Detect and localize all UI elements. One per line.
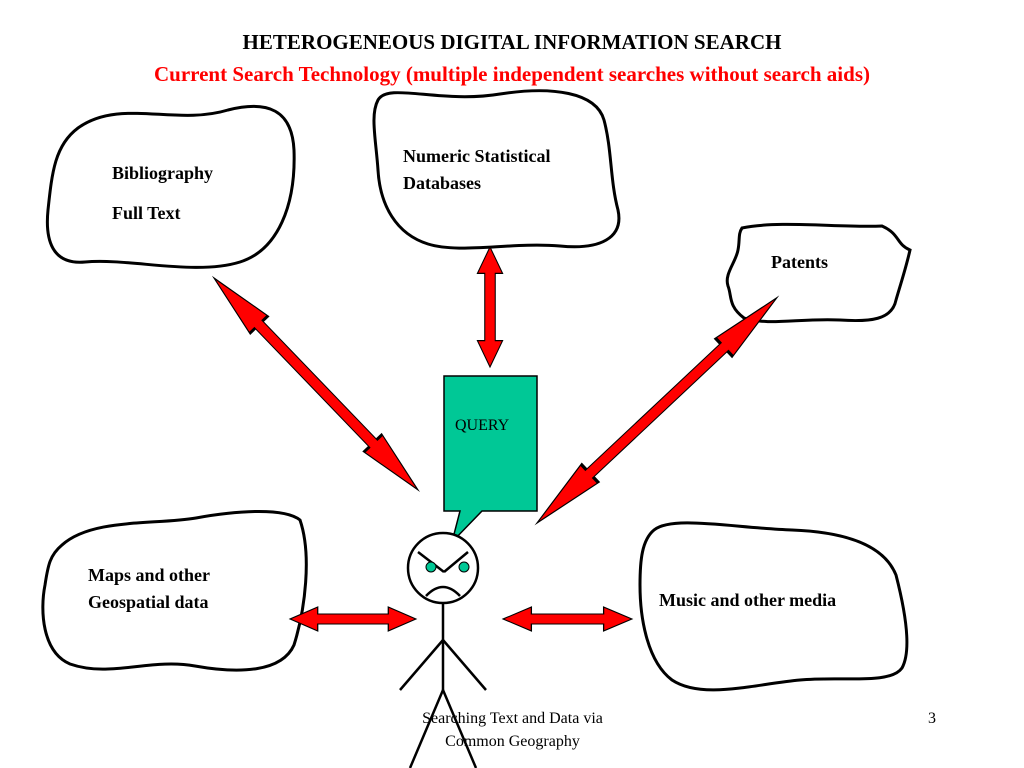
bibliography-label: Bibliography <box>112 163 214 183</box>
page-number: 3 <box>928 710 936 727</box>
music-label: Music and other media <box>659 590 837 610</box>
slide-subtitle: Current Search Technology (multiple inde… <box>154 62 870 86</box>
footer-text-line1: Searching Text and Data via <box>422 710 603 727</box>
slide-title: HETEROGENEOUS DIGITAL INFORMATION SEARCH <box>242 30 782 54</box>
left-eye-icon <box>425 561 437 573</box>
footer-text-line2: Common Geography <box>445 733 580 750</box>
patents-cloud <box>725 222 912 324</box>
maps-label-line2: Geospatial data <box>88 592 209 612</box>
right-eye-icon <box>458 561 470 573</box>
patents-label: Patents <box>771 252 828 272</box>
arrow-numeric <box>476 246 504 368</box>
numeric-label-line1: Numeric Statistical <box>403 146 551 166</box>
arrow-bibliography <box>203 268 429 500</box>
full-text-label: Full Text <box>112 203 181 223</box>
arrow-music <box>502 606 633 632</box>
bibliography-cloud <box>45 104 296 269</box>
arrow-maps <box>289 606 417 632</box>
numeric-label-line2: Databases <box>403 173 482 193</box>
query-label: QUERY <box>455 417 510 434</box>
maps-cloud <box>41 510 308 672</box>
music-cloud <box>638 521 909 692</box>
numeric-cloud <box>372 89 621 250</box>
query-box <box>443 375 538 545</box>
arrow-patents <box>527 287 787 534</box>
maps-label-line1: Maps and other <box>88 565 211 585</box>
